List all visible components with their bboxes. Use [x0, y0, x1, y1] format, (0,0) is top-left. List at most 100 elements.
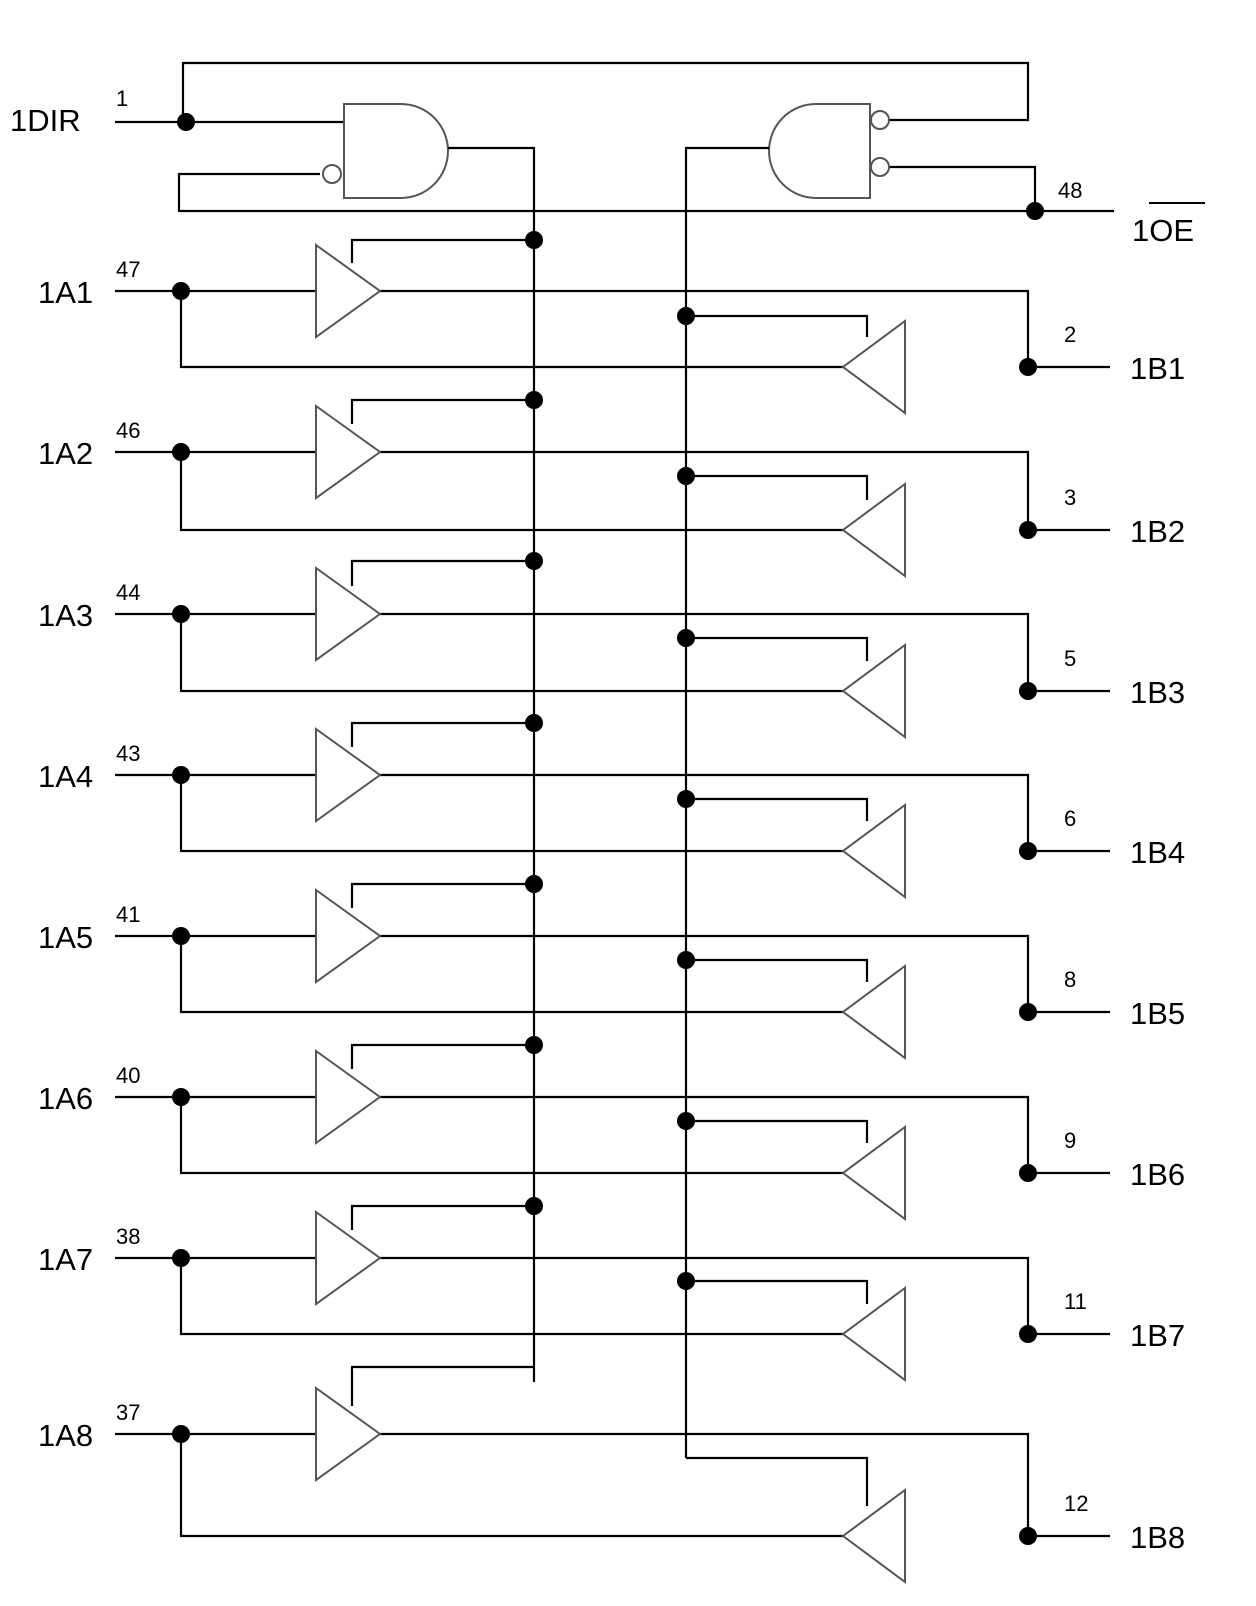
- b-to-a-wire-8: [179, 1434, 843, 1538]
- enable-a-bus: [448, 146, 536, 1382]
- a-to-b-wire-6: [380, 1095, 1030, 1173]
- buffer-b-to-a-5: [841, 964, 906, 1060]
- b-port-label-6: 1B6: [1130, 1157, 1185, 1192]
- a-buffer-enable-wire-4: [350, 721, 534, 747]
- a-buffer-enable-wire-2: [350, 398, 534, 424]
- a-pin-number-7: 38: [116, 1224, 140, 1249]
- b-port-label-2: 1B2: [1130, 514, 1185, 549]
- b-buffer-enable-wire-5: [686, 958, 869, 982]
- b-to-a-wire-2: [179, 452, 843, 532]
- b-junction-dot-7: [1019, 1325, 1037, 1343]
- and-gate-left: [343, 103, 449, 199]
- b-pin-number-3: 5: [1064, 646, 1076, 671]
- a-pin-number-4: 43: [116, 741, 140, 766]
- buffer-b-to-a-1: [841, 319, 906, 415]
- enable-b-dot-3: [677, 629, 695, 647]
- a-junction-dot-6: [172, 1088, 190, 1106]
- inverter-bubble-left: [322, 164, 342, 184]
- b-pin-number-8: 12: [1064, 1491, 1088, 1516]
- b-to-a-wire-6: [179, 1097, 843, 1175]
- a-port-label-2: 1A2: [38, 436, 93, 471]
- b-to-a-wire-7: [179, 1258, 843, 1336]
- b-buffer-enable-wire-4: [686, 797, 869, 821]
- b-pin-number-5: 8: [1064, 967, 1076, 992]
- enable-b-dot-2: [677, 467, 695, 485]
- buffer-a-to-b-3: [315, 566, 382, 662]
- b-port-label-4: 1B4: [1130, 835, 1185, 870]
- a-to-b-wire-2: [380, 450, 1030, 530]
- b-junction-dot-1: [1019, 358, 1037, 376]
- a-buffer-enable-wire-5: [350, 882, 534, 908]
- a-to-b-wire-3: [380, 612, 1030, 691]
- a-pin-number-3: 44: [116, 580, 140, 605]
- a-port-label-5: 1A5: [38, 920, 93, 955]
- b-pin-number-2: 3: [1064, 485, 1076, 510]
- b-to-a-wire-1: [179, 291, 843, 369]
- enable-b-dot-4: [677, 790, 695, 808]
- b-buffer-enable-wire-7: [686, 1279, 869, 1304]
- oe-to-right-gate-wire: [888, 165, 1037, 211]
- a-pin-number-8: 37: [116, 1400, 140, 1425]
- buffer-a-to-b-5: [315, 888, 382, 984]
- buffer-a-to-b-2: [315, 404, 382, 500]
- a-junction-dot-3: [172, 605, 190, 623]
- a-port-label-6: 1A6: [38, 1081, 93, 1116]
- buffer-b-to-a-6: [841, 1125, 906, 1221]
- a-junction-dot-7: [172, 1249, 190, 1267]
- control-section: 1DIR 1 48 1OE: [10, 61, 1205, 1458]
- dir-pin-number: 1: [116, 86, 128, 111]
- buffer-a-to-b-7: [315, 1210, 382, 1306]
- enable-b-dot-7: [677, 1272, 695, 1290]
- a-to-b-wire-4: [380, 773, 1030, 851]
- oe-to-left-gate-wire: [177, 172, 1035, 213]
- inverter-bubble-right-top: [870, 110, 890, 130]
- b-to-a-wire-4: [179, 775, 843, 853]
- b-buffer-enable-wire-6: [686, 1119, 869, 1143]
- a-buffer-enable-wire-6: [350, 1043, 534, 1069]
- dir-junction-dot: [177, 113, 195, 131]
- and-gate-right: [768, 103, 871, 199]
- buffer-b-to-a-2: [841, 482, 906, 578]
- enable-a-dot-6: [525, 1036, 543, 1054]
- a-to-b-wire-7: [380, 1256, 1030, 1334]
- oe-junction-dot: [1026, 202, 1044, 220]
- buffer-b-to-a-8: [841, 1488, 906, 1584]
- dir-label: 1DIR: [10, 103, 81, 138]
- b-buffer-enable-wire-3: [686, 636, 869, 661]
- a-port-label-8: 1A8: [38, 1418, 93, 1453]
- enable-b-dot-6: [677, 1112, 695, 1130]
- enable-b-dot-5: [677, 951, 695, 969]
- a-to-b-wire-5: [380, 934, 1030, 1012]
- a-junction-dot-8: [172, 1425, 190, 1443]
- channel-group: 1A1471B121A2461B231A3441B351A4431B461A54…: [38, 231, 1185, 1584]
- oe-pin-number: 48: [1058, 178, 1082, 203]
- b-buffer-enable-wire-1: [686, 314, 869, 337]
- a-junction-dot-1: [172, 282, 190, 300]
- a-to-b-wire-8: [380, 1432, 1030, 1536]
- buffer-b-to-a-7: [841, 1286, 906, 1382]
- b-junction-dot-4: [1019, 842, 1037, 860]
- oe-label: 1OE: [1132, 213, 1194, 248]
- b-pin-number-1: 2: [1064, 322, 1076, 347]
- a-junction-dot-2: [172, 443, 190, 461]
- a-buffer-enable-wire-8: [350, 1365, 534, 1406]
- a-pin-number-6: 40: [116, 1063, 140, 1088]
- a-junction-dot-5: [172, 927, 190, 945]
- buffer-b-to-a-4: [841, 803, 906, 899]
- a-pin-number-5: 41: [116, 902, 140, 927]
- b-junction-dot-5: [1019, 1003, 1037, 1021]
- b-pin-number-4: 6: [1064, 806, 1076, 831]
- buffer-a-to-b-4: [315, 727, 382, 823]
- dir-loop-wire: [181, 61, 1030, 122]
- inverter-bubble-right-bottom: [870, 157, 890, 177]
- a-port-label-1: 1A1: [38, 275, 93, 310]
- b-junction-dot-2: [1019, 521, 1037, 539]
- a-buffer-enable-wire-7: [350, 1204, 534, 1230]
- a-pin-number-2: 46: [116, 418, 140, 443]
- enable-a-dot-7: [525, 1197, 543, 1215]
- b-junction-dot-3: [1019, 682, 1037, 700]
- b-to-a-wire-3: [179, 614, 843, 693]
- b-port-label-1: 1B1: [1130, 351, 1185, 386]
- b-junction-dot-6: [1019, 1164, 1037, 1182]
